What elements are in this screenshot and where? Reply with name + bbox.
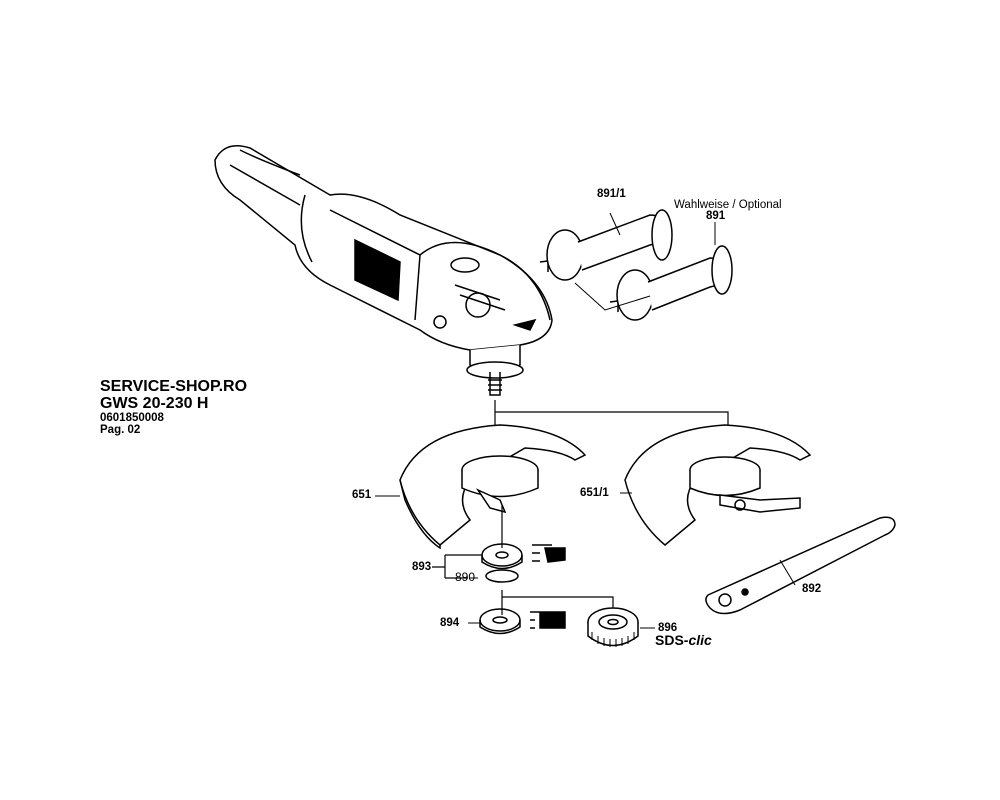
part-label-892: 892 <box>802 583 822 595</box>
part-label-896: 896 <box>658 622 678 634</box>
flange-893 <box>481 543 566 583</box>
sds-prefix: SDS- <box>655 632 689 648</box>
document-header: SERVICE-SHOP.RO GWS 20-230 H 0601850008 … <box>100 379 247 436</box>
part-label-651: 651 <box>352 489 372 501</box>
clamping-nut-894 <box>479 608 566 635</box>
wheel-guard-651 <box>399 424 587 550</box>
quick-clamping-nut-896 <box>587 607 639 647</box>
sds-suffix: clic <box>688 632 712 648</box>
angle-grinder-body <box>214 145 553 396</box>
part-label-891: 891 <box>706 210 726 222</box>
page-number: Pag. 02 <box>100 423 141 436</box>
tool-part-number: 0601850008 <box>100 412 164 424</box>
tool-model: GWS 20-230 H <box>100 395 209 412</box>
sds-clic-logo: SDS-clic <box>655 632 712 648</box>
wheel-guard-651-1 <box>624 424 812 546</box>
optional-note: Wahlweise / Optional <box>674 199 782 211</box>
auxiliary-handle-891 <box>609 245 733 321</box>
part-label-894: 894 <box>440 617 460 629</box>
spanner-wrench-892 <box>705 516 896 615</box>
part-label-890: 890 <box>455 570 476 584</box>
auxiliary-handle-891-1 <box>539 209 673 281</box>
shop-name: SERVICE-SHOP.RO <box>100 378 248 395</box>
part-label-891-1: 891/1 <box>597 188 626 200</box>
part-label-651-1: 651/1 <box>580 487 609 499</box>
part-label-893: 893 <box>412 561 432 573</box>
